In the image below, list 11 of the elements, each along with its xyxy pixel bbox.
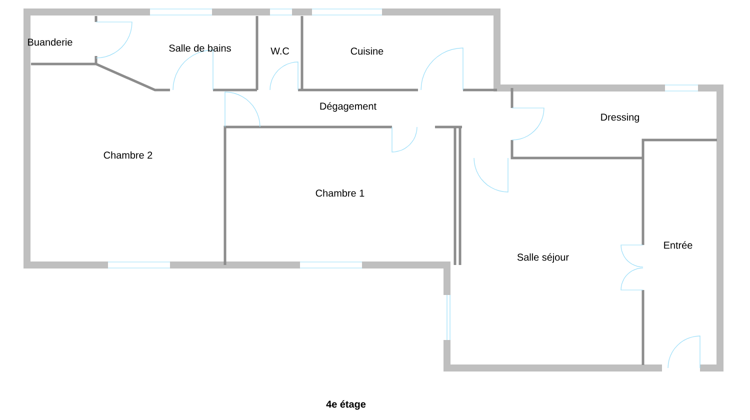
room-label: W.C: [270, 47, 290, 55]
room-label: Dégagement: [320, 102, 376, 112]
room-label: Entrée: [664, 241, 692, 249]
room-label: Buanderie: [28, 38, 72, 46]
room-label: Chambre 2: [104, 151, 152, 159]
room-label: Salle de bains: [169, 44, 231, 52]
room-label: Dressing: [601, 113, 640, 123]
room-label: Cuisine: [350, 47, 384, 55]
room-label: Chambre 1: [316, 189, 364, 197]
floor-caption: 4e étage: [326, 400, 366, 410]
room-label: Salle séjour: [517, 253, 569, 263]
